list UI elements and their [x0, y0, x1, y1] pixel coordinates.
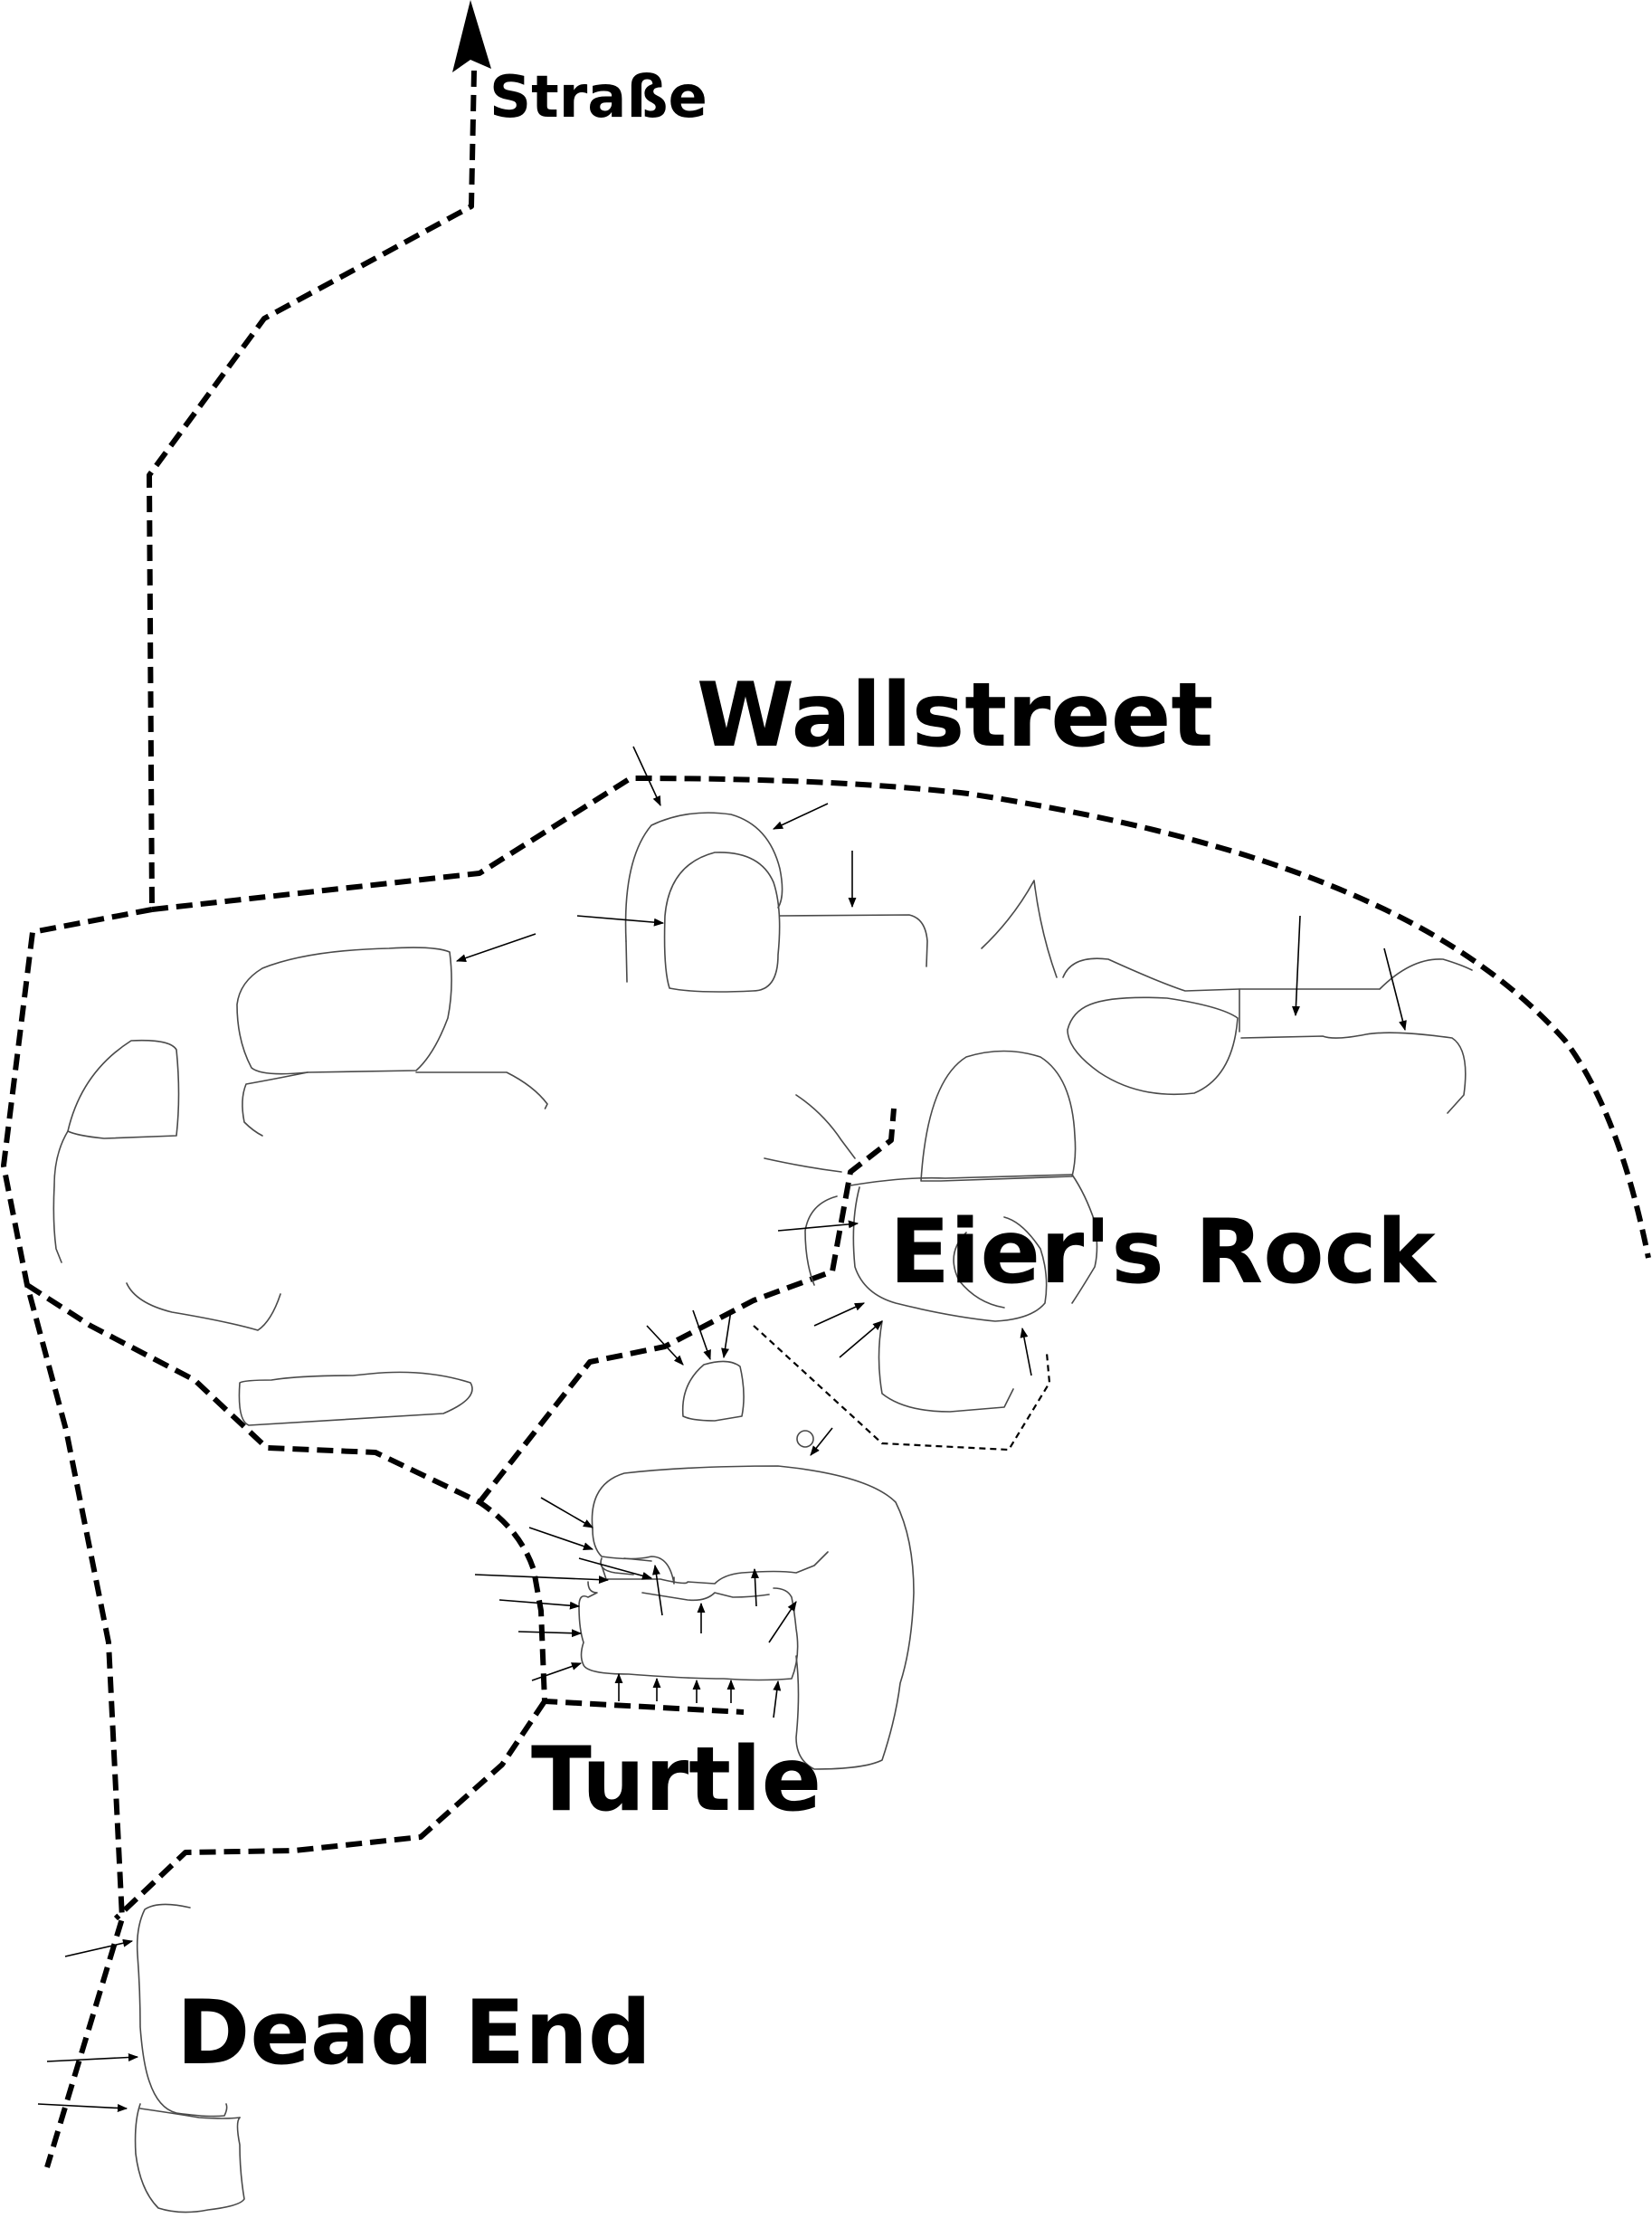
route-arrow [517, 1629, 583, 1638]
rock-outline [1062, 957, 1240, 992]
route-arrow [768, 1601, 797, 1643]
rock-outline [136, 1903, 228, 2118]
route-arrow [1020, 1327, 1032, 1376]
route-arrow [474, 1574, 610, 1585]
route-arrow [652, 1564, 663, 1616]
rock-outline [663, 852, 781, 993]
turtle-label: Turtle [531, 1728, 822, 1832]
route-arrow [37, 2103, 128, 2112]
route-arrow [813, 1302, 866, 1327]
outer-loop-trail [1, 907, 153, 2168]
rock-outline [804, 1195, 838, 1286]
route-arrow [773, 1680, 782, 1718]
rock-outline [67, 1039, 180, 1139]
route-arrow [64, 1938, 134, 1957]
rock-outline [415, 1071, 548, 1109]
rock-outline [126, 1282, 281, 1331]
rock-outline [625, 940, 628, 983]
eiers-rock-label: Eier's Rock [889, 1201, 1436, 1304]
dead-end-label: Dead End [176, 1982, 652, 2085]
rock-outline [878, 1320, 1014, 1413]
route-arrow [777, 1220, 859, 1232]
rock-outline [242, 1071, 309, 1137]
rock-outline [981, 880, 1058, 978]
trails [1, 70, 1651, 2168]
route-arrow [531, 1662, 583, 1681]
rock-outline [624, 812, 783, 942]
road-label: Straße [489, 64, 707, 131]
wallstreet-label: Wallstreet [697, 664, 1214, 767]
trail-to-eiers-rock [477, 1108, 897, 1504]
route-arrow [498, 1599, 581, 1610]
turtle-to-dead-end-trail [113, 1699, 547, 1921]
rock-outline [920, 1050, 1077, 1182]
wallstreet-trail [151, 776, 1651, 1259]
rock-outlines [52, 812, 1473, 2213]
rock-outline [852, 1186, 1048, 1322]
side-path-eiers-rock [753, 1325, 1051, 1452]
rock-outline [134, 2103, 245, 2213]
rock-outline [591, 1465, 915, 1770]
route-arrow [1383, 947, 1407, 1032]
rock-outline [139, 2108, 241, 2119]
route-arrow [540, 1497, 593, 1528]
route-arrow [576, 915, 665, 927]
route-arrow [839, 1320, 883, 1358]
route-arrow [578, 1557, 653, 1580]
route-arrow [751, 1567, 759, 1607]
rock-outline [238, 1371, 473, 1426]
access-trail-from-road [147, 70, 477, 910]
route-arrows [37, 746, 1407, 2112]
route-arrow [1291, 915, 1301, 1017]
route-arrow [721, 1309, 732, 1359]
north-arrow-icon [452, 0, 491, 72]
route-arrow [632, 746, 661, 807]
route-arrow [646, 1325, 684, 1366]
rock-outline [850, 1174, 1098, 1304]
rock-outline [236, 947, 452, 1075]
rock-outline [600, 1557, 652, 1575]
inner-trail-to-turtle [25, 1282, 745, 1715]
rock-outline [764, 1094, 856, 1173]
rock-outline [1067, 996, 1239, 1096]
rock-outline [1239, 958, 1473, 1033]
route-arrow [46, 2053, 139, 2062]
route-arrow [772, 803, 829, 830]
rock-outline [1240, 1032, 1467, 1114]
rock-outline [779, 914, 928, 967]
rock-outline [52, 1130, 69, 1263]
route-arrow [810, 1427, 833, 1456]
rock-outline [796, 1430, 814, 1448]
rock-outline [601, 1551, 829, 1585]
rock-outline [578, 1581, 799, 1681]
route-arrow [528, 1527, 594, 1550]
route-arrow [455, 933, 536, 962]
route-arrow [692, 1309, 711, 1361]
rock-outline [641, 1592, 770, 1602]
rock-outline [953, 1232, 1005, 1309]
rock-outline [681, 1360, 745, 1422]
